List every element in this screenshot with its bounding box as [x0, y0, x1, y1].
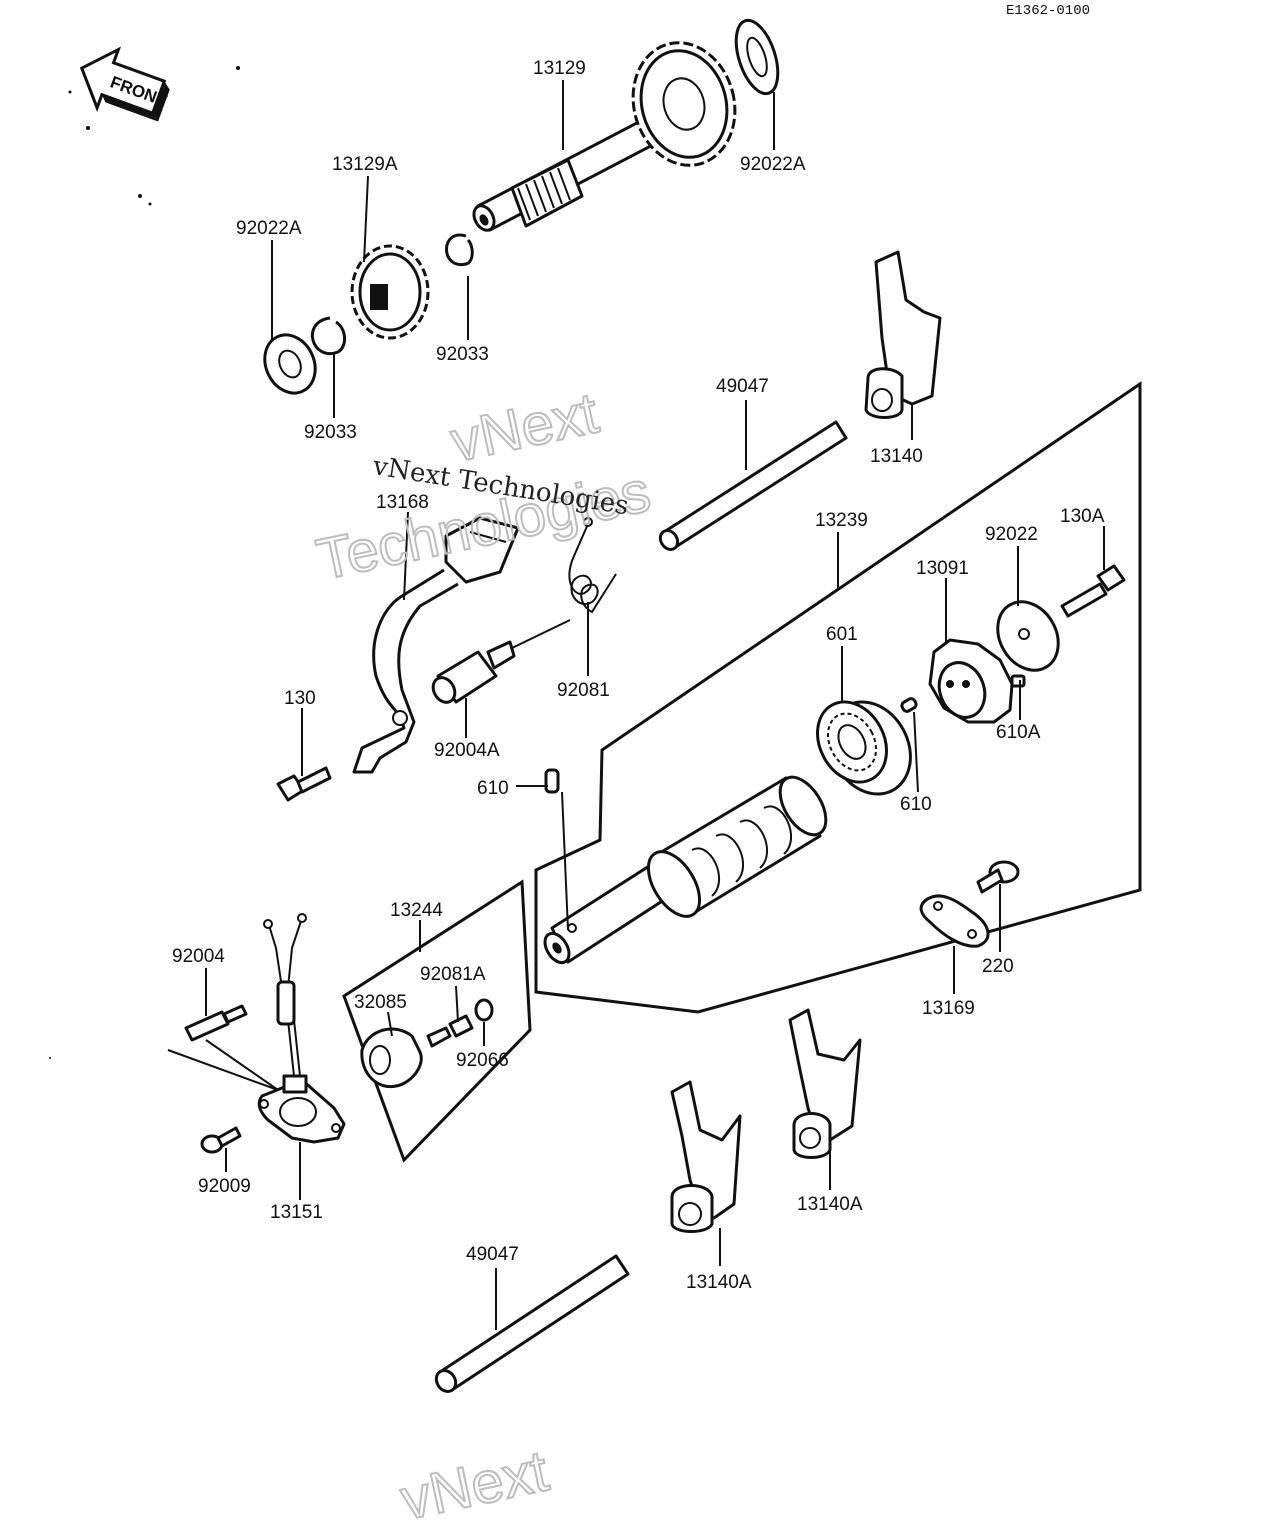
leader-lines — [167, 80, 1105, 1330]
label-610-left: 610 — [477, 778, 509, 799]
label-92004: 92004 — [172, 946, 225, 967]
label-220: 220 — [982, 956, 1014, 977]
collar-92004A — [431, 619, 571, 704]
washer-92022 — [996, 600, 1060, 672]
pin-610-right — [900, 697, 918, 713]
shift-drum-assembly-frame — [534, 381, 1142, 1014]
collar-92066 — [474, 998, 494, 1022]
front-direction-arrow-icon: FRONT — [79, 46, 170, 122]
label-13169: 13169 — [922, 998, 975, 1019]
label-92022A-top: 92022A — [740, 154, 806, 175]
label-130A: 130A — [1060, 506, 1105, 527]
label-13129: 13129 — [533, 58, 586, 79]
label-32085: 32085 — [354, 992, 407, 1013]
shift-rod-49047-bottom — [434, 1254, 630, 1393]
screw-220 — [976, 860, 1020, 894]
shift-fork-13140A-right — [788, 1008, 862, 1159]
label-13140A-left: 13140A — [686, 1272, 752, 1293]
set-lever-assembly-frame — [342, 879, 532, 1163]
label-13140A-right: 13140A — [797, 1194, 863, 1215]
label-49047-top: 49047 — [716, 376, 769, 397]
label-13129A: 13129A — [332, 154, 398, 175]
shift-pedal-13168 — [352, 516, 520, 774]
circlip-92033-left — [310, 316, 346, 356]
spring-92081 — [568, 517, 617, 614]
washer-92022A-left — [263, 333, 317, 395]
shift-drum-13239 — [543, 775, 828, 965]
label-49047-bottom: 49047 — [466, 1244, 519, 1265]
label-610-right: 610 — [900, 794, 932, 815]
label-13244: 13244 — [390, 900, 443, 921]
label-13091: 13091 — [916, 558, 969, 579]
part-labels: 13129 92022A 13129A 92022A 92033 92033 4… — [172, 58, 1105, 1293]
watermark-bottom: vNext — [395, 1438, 554, 1532]
scan-specks — [49, 66, 240, 1059]
set-lever-32085 — [360, 1027, 423, 1089]
label-92033-right: 92033 — [436, 344, 489, 365]
pin-610-left — [544, 768, 560, 794]
shift-rod-49047-top — [658, 420, 848, 551]
pin-92081A — [426, 1014, 474, 1048]
pawl-plate-13169 — [919, 894, 990, 948]
label-92066: 92066 — [456, 1050, 509, 1071]
shift-fork-13140 — [864, 250, 942, 419]
label-610A: 610A — [996, 722, 1041, 743]
bearing-601 — [816, 700, 912, 796]
watermark-primary: vNext — [445, 380, 604, 474]
label-92033-left: 92033 — [304, 422, 357, 443]
label-92022: 92022 — [985, 524, 1038, 545]
label-13151: 13151 — [270, 1202, 323, 1223]
diagram-code: E1362-0100 — [1006, 3, 1090, 19]
standoff-92004 — [184, 1004, 248, 1042]
circlip-92033-right — [445, 233, 474, 266]
washer-92022A-top — [734, 18, 780, 96]
gear-13129A — [350, 244, 430, 340]
label-92004A: 92004A — [434, 740, 500, 761]
label-92081: 92081 — [557, 680, 610, 701]
label-13239: 13239 — [815, 510, 868, 531]
label-92081A: 92081A — [420, 964, 486, 985]
bolt-130A — [1060, 564, 1126, 618]
shift-shaft-13129 — [472, 41, 737, 232]
screw-92009 — [200, 1126, 242, 1154]
label-92009: 92009 — [198, 1176, 251, 1197]
neutral-switch-13151 — [257, 913, 346, 1144]
label-92022A-left: 92022A — [236, 218, 302, 239]
shift-drum-cam-13091 — [928, 638, 1026, 724]
label-130: 130 — [284, 688, 316, 709]
label-13168: 13168 — [376, 492, 429, 513]
label-601: 601 — [826, 624, 858, 645]
label-13140: 13140 — [870, 446, 923, 467]
shift-fork-13140A-left — [670, 1080, 742, 1233]
bolt-130 — [276, 766, 332, 802]
